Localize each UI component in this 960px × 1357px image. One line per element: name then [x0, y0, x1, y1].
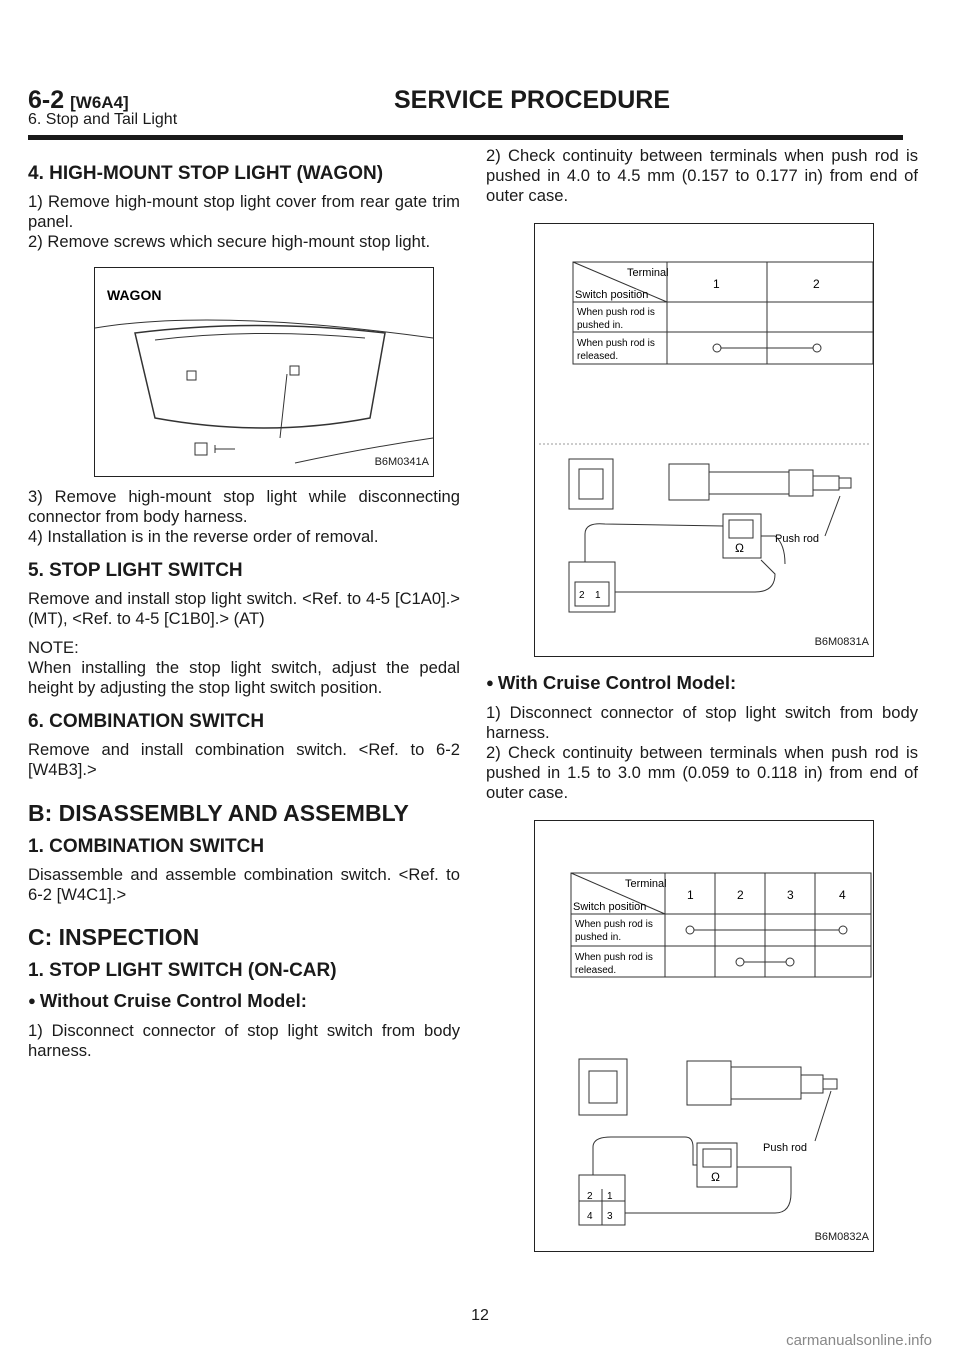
note-label: NOTE: — [28, 637, 79, 657]
high-mount-light-drawing: WAGON — [94, 287, 434, 464]
step-text: 4) Installation is in the reverse order … — [28, 527, 379, 547]
figure-id: B6M0832A — [814, 1231, 869, 1244]
continuity-diagram-2: Terminal Switch position 1 2 3 4 When pu… — [570, 872, 872, 1226]
svg-text:1: 1 — [595, 590, 601, 601]
svg-text:pushed in.: pushed in. — [575, 932, 621, 943]
step-text: 2) Remove screws which secure high-mount… — [28, 232, 431, 252]
heading-stop-light-switch-on-car: 1. STOP LIGHT SWITCH (ON-CAR) — [28, 960, 337, 982]
step-text: 1) Remove high-mount stop light cover fr… — [28, 192, 460, 232]
svg-text:4: 4 — [587, 1211, 593, 1222]
svg-text:3: 3 — [787, 888, 794, 902]
page-title: SERVICE PROCEDURE — [394, 86, 670, 114]
bullet-icon: ● — [28, 993, 36, 1009]
svg-text:When push rod is: When push rod is — [575, 952, 653, 963]
figure-continuity-without-cruise: Terminal Switch position 1 2 When push r… — [534, 222, 874, 657]
step-text: 1) Disconnect connector of stop light sw… — [28, 1021, 460, 1061]
bullet-heading: ●Without Cruise Control Model: — [28, 990, 307, 1012]
svg-text:2: 2 — [579, 590, 585, 601]
svg-text:Switch position: Switch position — [573, 901, 646, 913]
svg-text:4: 4 — [839, 888, 846, 902]
svg-text:Terminal: Terminal — [627, 267, 669, 279]
svg-text:Push rod: Push rod — [775, 533, 819, 545]
step-text: 2) Check continuity between terminals wh… — [486, 146, 918, 206]
svg-text:released.: released. — [577, 351, 618, 362]
watermark: carmanualsonline.info — [786, 1332, 932, 1349]
page-subtitle: 6. Stop and Tail Light — [28, 111, 178, 128]
left-column: 4. HIGH-MOUNT STOP LIGHT (WAGON) 1) Remo… — [28, 146, 460, 1061]
page-number: 12 — [471, 1307, 489, 1324]
step-text: Remove and install combination switch. <… — [28, 740, 460, 780]
svg-text:1: 1 — [607, 1191, 613, 1202]
svg-text:2: 2 — [737, 888, 744, 902]
bullet-icon: ● — [486, 674, 494, 690]
step-text: 2) Check continuity between terminals wh… — [486, 743, 918, 803]
figure-continuity-with-cruise: Terminal Switch position 1 2 3 4 When pu… — [534, 819, 874, 1252]
figure-id: B6M0341A — [374, 456, 429, 469]
svg-text:Switch position: Switch position — [575, 289, 648, 301]
figure-id: B6M0831A — [814, 636, 869, 649]
header-rule — [28, 135, 903, 140]
svg-text:When push rod is: When push rod is — [577, 338, 655, 349]
svg-text:2: 2 — [813, 277, 820, 291]
step-text: 1) Disconnect connector of stop light sw… — [486, 702, 918, 742]
svg-text:Terminal: Terminal — [625, 878, 667, 890]
note-text: When installing the stop light switch, a… — [28, 657, 460, 698]
section-code: [W6A4] — [70, 93, 129, 112]
bullet-heading: ●With Cruise Control Model: — [486, 671, 737, 693]
step-text: 3) Remove high-mount stop light while di… — [28, 486, 460, 526]
heading-combination-switch: 6. COMBINATION SWITCH — [28, 711, 265, 733]
step-text: Disassemble and assemble combination swi… — [28, 864, 460, 904]
svg-text:3: 3 — [607, 1211, 613, 1222]
heading-inspection: C: INSPECTION — [28, 924, 200, 951]
svg-text:released.: released. — [575, 965, 616, 976]
svg-text:1: 1 — [687, 888, 694, 902]
svg-text:pushed in.: pushed in. — [577, 320, 623, 331]
svg-text:1: 1 — [713, 277, 720, 291]
figure-high-mount-stop-light: WAGON B6M0341A — [94, 266, 434, 477]
right-column: 2) Check continuity between terminals wh… — [486, 146, 918, 1252]
svg-text:Ω: Ω — [711, 1170, 720, 1184]
svg-text:Ω: Ω — [735, 541, 744, 555]
section-number: 6-2[W6A4] — [28, 86, 129, 114]
svg-text:2: 2 — [587, 1191, 593, 1202]
svg-text:When push rod is: When push rod is — [577, 307, 655, 318]
continuity-diagram-1: Terminal Switch position 1 2 When push r… — [539, 261, 874, 613]
svg-text:When push rod is: When push rod is — [575, 919, 653, 930]
heading-combination-switch-b: 1. COMBINATION SWITCH — [28, 835, 265, 857]
heading-disassembly: B: DISASSEMBLY AND ASSEMBLY — [28, 799, 409, 826]
heading-high-mount: 4. HIGH-MOUNT STOP LIGHT (WAGON) — [28, 163, 384, 184]
wagon-label: WAGON — [107, 287, 161, 303]
step-text: Remove and install stop light switch. <R… — [28, 589, 460, 629]
heading-stop-light-switch: 5. STOP LIGHT SWITCH — [28, 560, 243, 582]
svg-text:Push rod: Push rod — [763, 1142, 807, 1154]
